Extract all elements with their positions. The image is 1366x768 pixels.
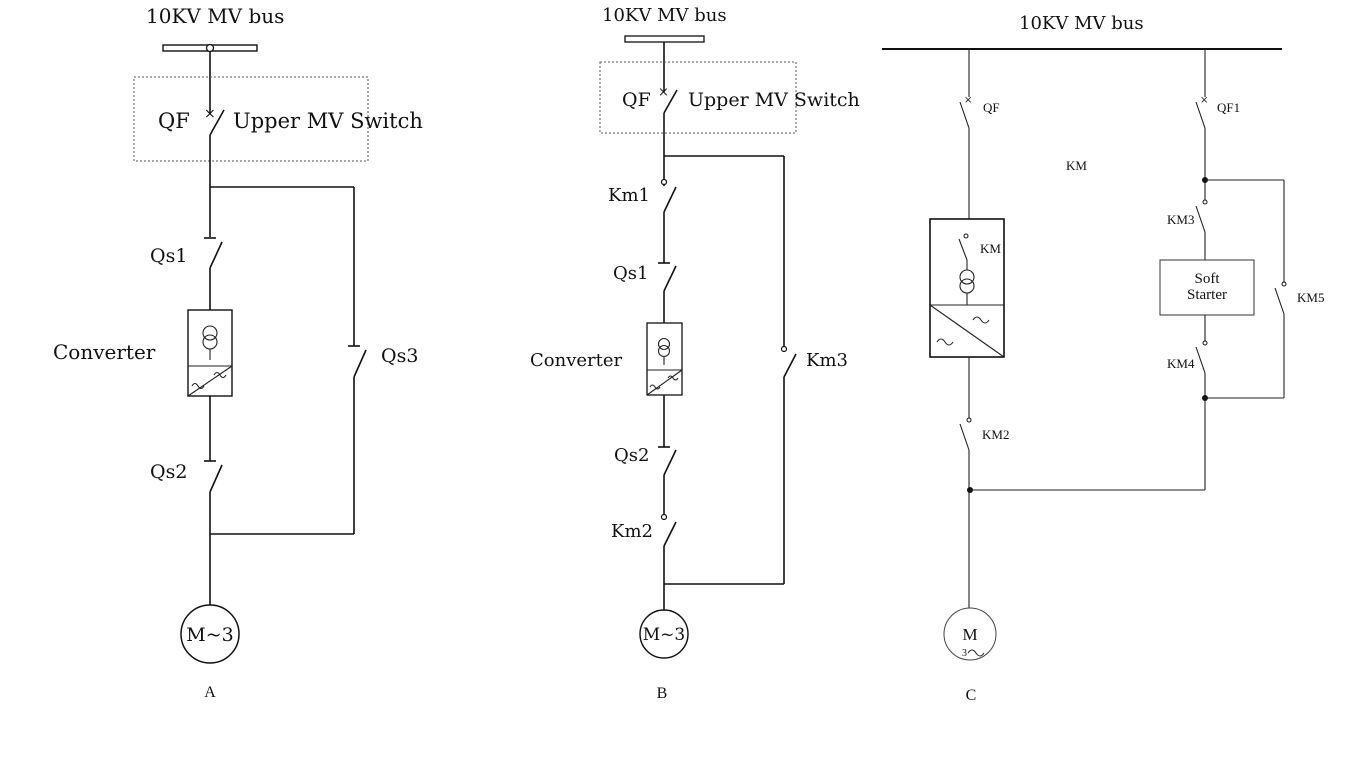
b-caption: B <box>657 685 668 702</box>
c-soft-starter <box>1159 259 1255 316</box>
c-motor <box>943 607 997 661</box>
a-bus-node <box>205 43 215 53</box>
a-qs2-switch <box>209 464 223 493</box>
a-qs1-switch <box>209 241 223 269</box>
c-km5-label: KM5 <box>1297 290 1324 305</box>
c-qf1-label: QF1 <box>1217 100 1240 115</box>
a-switch-box <box>133 76 369 162</box>
c-qf-switch <box>959 101 970 129</box>
a-breaker-x: × <box>204 106 216 122</box>
b-km3-label: Km3 <box>806 350 848 371</box>
a-qs1-label: Qs1 <box>150 245 187 267</box>
b-bus-label: 10KV MV bus <box>602 5 727 26</box>
c-motor-phase-label: 3 <box>962 648 967 659</box>
a-qs3-label: Qs3 <box>381 345 418 367</box>
b-qf-label: QF <box>622 89 651 111</box>
b-qs1-switch <box>663 265 677 292</box>
c-km3-switch <box>1195 205 1206 233</box>
b-km2-switch <box>663 521 677 547</box>
diagram-b: 10KV MV bus × QF Upper MV Switch Km1 Qs1… <box>530 5 860 702</box>
c-km5-switch <box>1274 287 1285 315</box>
b-motor-label: M~3 <box>643 625 685 645</box>
b-converter-label: Converter <box>530 350 623 371</box>
b-qs1-label: Qs1 <box>613 263 648 284</box>
b-km1-label: Km1 <box>608 185 650 206</box>
c-qf-x: × <box>964 95 972 106</box>
c-soft-starter-line2: Starter <box>1187 287 1227 303</box>
c-km4-switch <box>1195 346 1206 374</box>
c-motor-ac-icon <box>967 649 985 657</box>
a-qs3-switch <box>353 349 367 378</box>
c-qf-label: QF <box>983 100 1000 115</box>
b-qs2-label: Qs2 <box>614 445 649 466</box>
a-motor-label: M~3 <box>186 624 233 646</box>
c-km-inner-switch <box>958 238 968 261</box>
c-km-label: KM <box>1066 158 1087 173</box>
b-breaker-x: × <box>658 85 669 100</box>
b-km3-switch <box>783 353 797 378</box>
a-bus-label: 10KV MV bus <box>146 4 284 28</box>
a-transformer-icon <box>202 325 218 341</box>
a-qs2-label: Qs2 <box>150 461 187 483</box>
c-km3-label: KM3 <box>1167 212 1194 227</box>
b-switch-box <box>599 61 797 134</box>
diagram-a: 10KV MV bus × QF Upper MV Switch Qs1 Con… <box>53 4 423 701</box>
c-caption: C <box>966 687 977 704</box>
c-inverter-box <box>929 218 1005 358</box>
diagram-c: 10KV MV bus × QF KM KM2 KM × QF1 <box>882 13 1324 704</box>
b-switch-box-label: Upper MV Switch <box>688 89 860 111</box>
c-km-inner-label: KM <box>980 241 1001 256</box>
c-motor-label: M <box>962 625 977 644</box>
c-km4-label: KM4 <box>1167 356 1195 371</box>
b-bus-bar <box>624 35 705 43</box>
b-qs2-switch <box>663 449 677 476</box>
a-qf-label: QF <box>158 109 190 133</box>
b-motor <box>639 609 689 659</box>
c-km2-label: KM2 <box>982 427 1009 442</box>
c-qf1-switch <box>1195 101 1206 129</box>
b-breaker-qf <box>663 89 678 114</box>
c-bus-label: 10KV MV bus <box>1019 13 1144 34</box>
c-qf1-x: × <box>1200 95 1208 106</box>
b-km2-label: Km2 <box>611 521 653 542</box>
a-converter-label: Converter <box>53 340 156 364</box>
b-km1-switch <box>663 186 677 213</box>
b-transformer-icon <box>657 337 671 351</box>
a-motor <box>180 604 240 664</box>
c-km2-switch <box>959 423 970 451</box>
a-switch-box-label: Upper MV Switch <box>233 109 423 133</box>
a-caption: A <box>204 684 216 701</box>
c-soft-starter-line1: Soft <box>1194 271 1220 287</box>
a-breaker-qf <box>209 109 225 136</box>
